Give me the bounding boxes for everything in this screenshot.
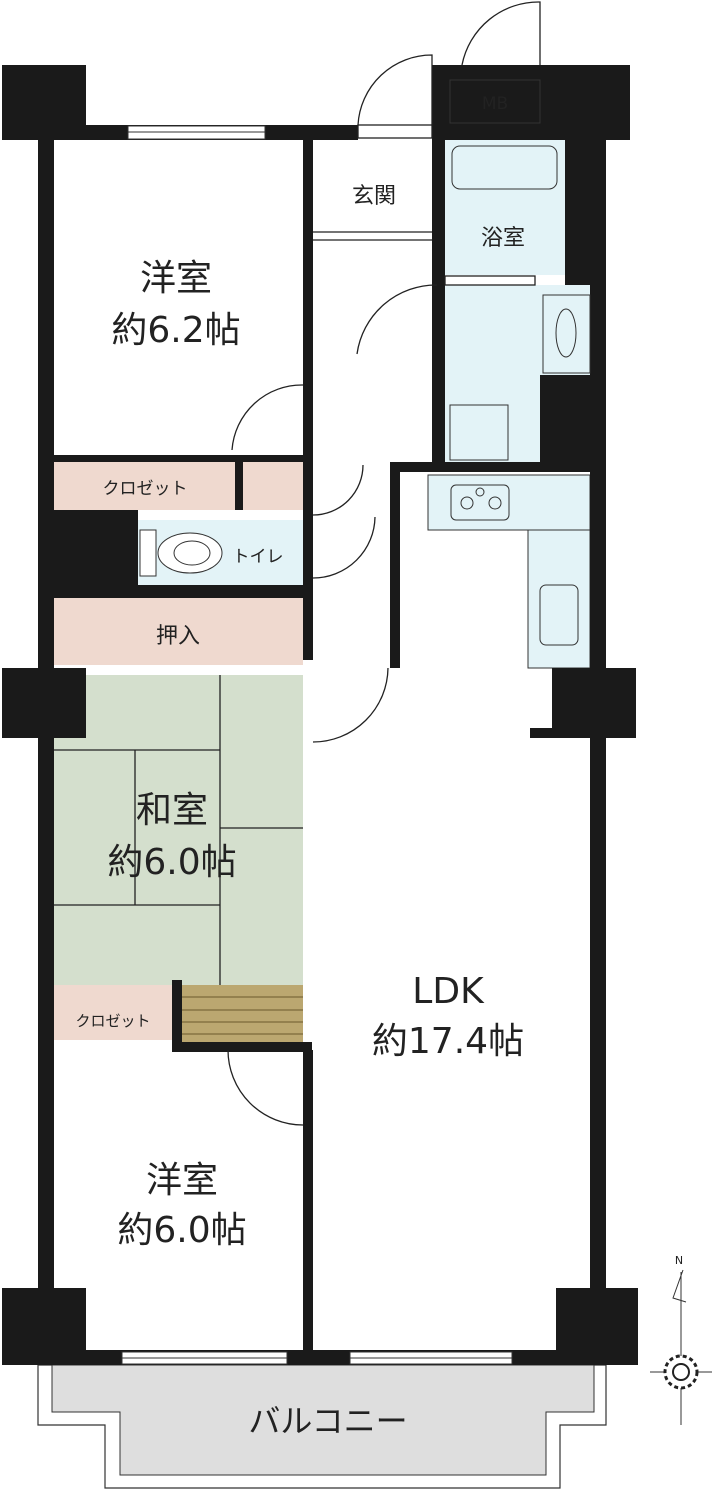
windows xyxy=(121,125,513,1365)
ldk-size: 約17.4帖 xyxy=(372,1021,524,1062)
japanese-room-size: 約6.0帖 xyxy=(107,842,236,883)
toilet-label: トイレ xyxy=(233,547,284,567)
closet1-floor xyxy=(54,462,235,510)
tatami-floor xyxy=(54,675,303,985)
oshiire-floor xyxy=(54,598,303,665)
toilet-icon xyxy=(139,529,223,577)
stove-icon xyxy=(450,484,510,521)
balcony-label: バルコニー xyxy=(248,1402,407,1440)
sink-icon xyxy=(539,584,579,646)
closet2-floor xyxy=(54,985,172,1040)
western-room2-label: 洋室 xyxy=(146,1160,218,1201)
bathtub-icon xyxy=(451,145,558,190)
japanese-room-label: 和室 xyxy=(136,790,208,831)
bath-label: 浴室 xyxy=(481,226,525,251)
ldk-label: LDK xyxy=(412,971,485,1012)
compass-icon: N xyxy=(650,1254,712,1425)
tatami-lines xyxy=(54,675,303,985)
closet2-label: クロゼット xyxy=(75,1012,150,1030)
meter-box xyxy=(449,79,541,124)
oshiire-label: 押入 xyxy=(156,624,200,649)
western-room1-size: 約6.2帖 xyxy=(111,310,240,351)
compass-north-label: N xyxy=(675,1254,683,1267)
meter-box-label: MB xyxy=(482,94,508,114)
closet1-label: クロゼット xyxy=(103,479,188,499)
western-room2-size: 約6.0帖 xyxy=(117,1210,246,1251)
wood-lines xyxy=(182,996,303,1035)
doors xyxy=(227,1,541,1126)
storage-floor xyxy=(243,462,303,510)
basin-bowl-icon xyxy=(555,308,577,358)
wood-floor xyxy=(182,985,303,1042)
entrance-label: 玄関 xyxy=(352,184,396,209)
western-room1-label: 洋室 xyxy=(140,258,212,299)
washing-machine-icon xyxy=(449,404,509,461)
washbasin-icon xyxy=(542,294,591,374)
balcony: バルコニー xyxy=(37,1364,607,1489)
